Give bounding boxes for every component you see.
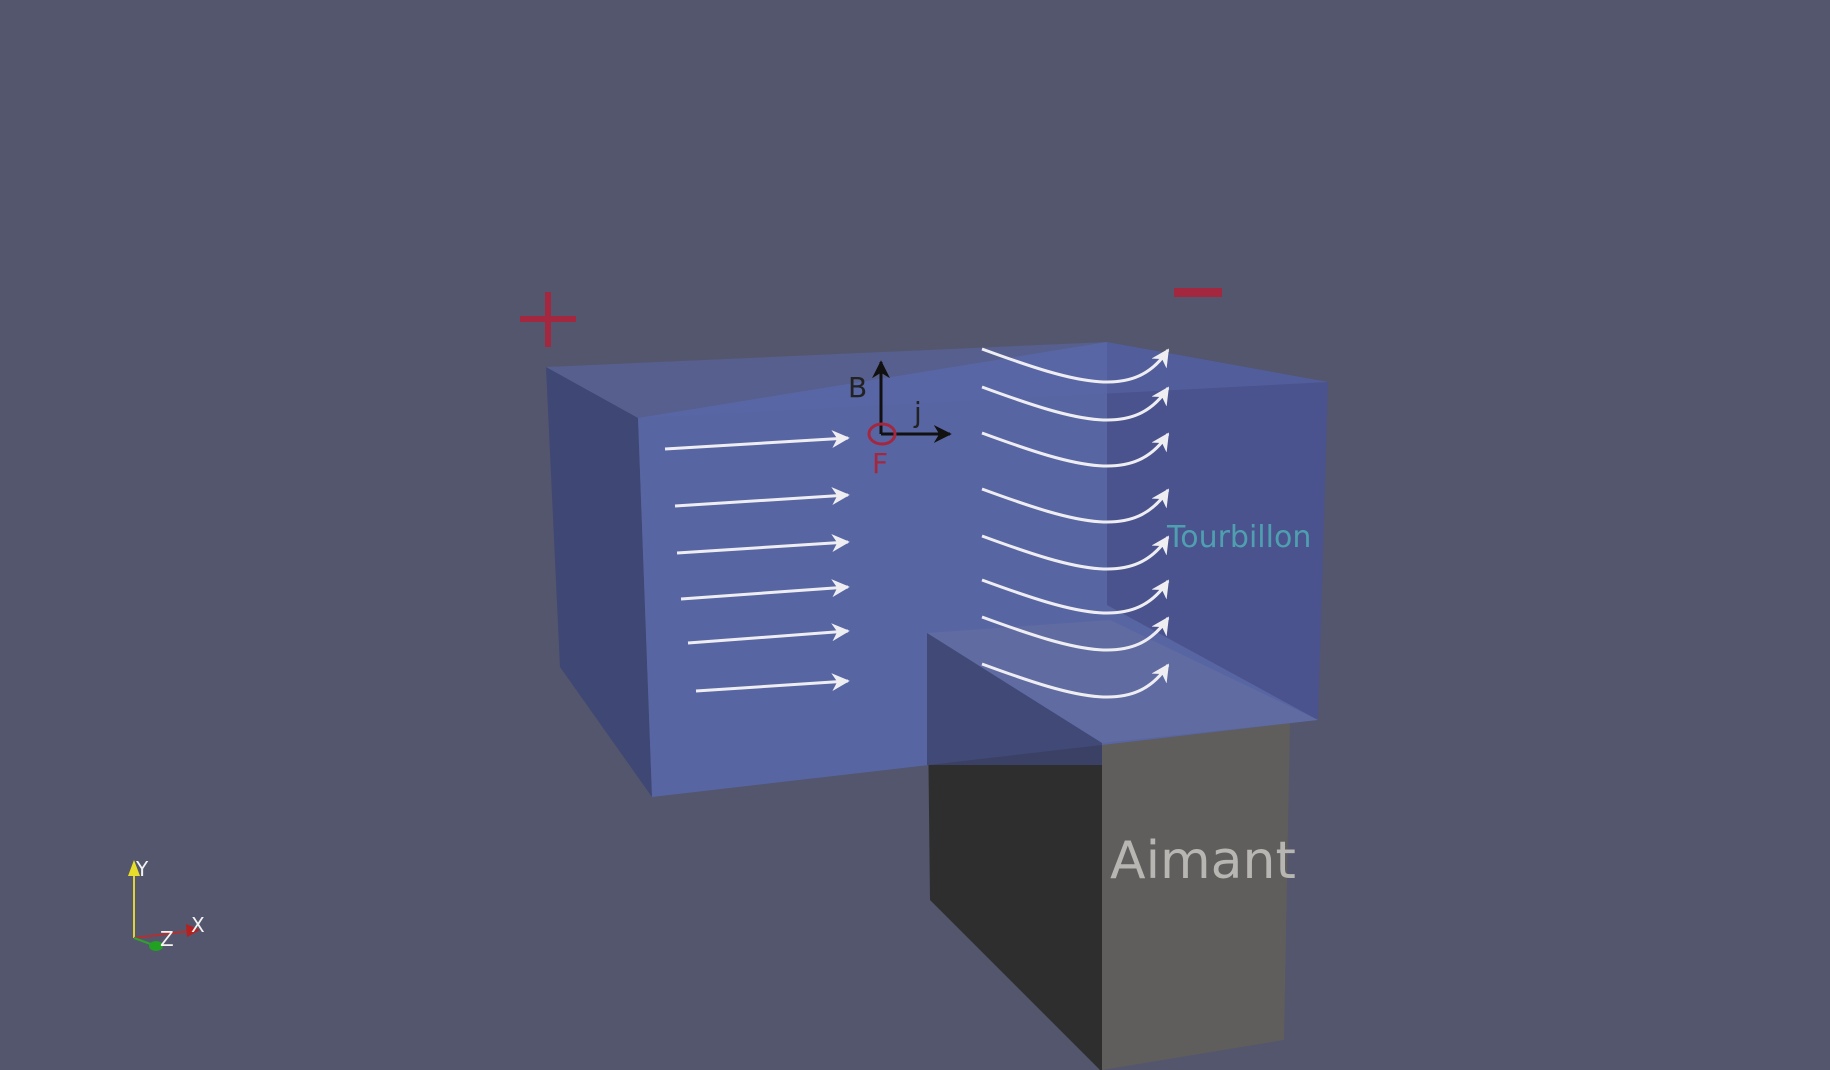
negative-electrode: − (1174, 288, 1222, 301)
vortex-arrow (981, 662, 1170, 699)
vortex-arrow (981, 431, 1170, 468)
vortex-arrow (981, 347, 1170, 384)
fluid-block (546, 342, 1328, 797)
vortex-arrow (981, 578, 1170, 615)
straight-flow-arrows (664, 429, 850, 693)
minus-sign-text: − (1198, 299, 1199, 301)
z-axis-arrowhead (149, 941, 163, 951)
flow-arrow (687, 623, 850, 645)
y-axis-arrowhead (128, 860, 140, 876)
x-axis-label: X (191, 913, 205, 937)
vortex-arrow (981, 615, 1170, 652)
flow-arrow (674, 487, 850, 508)
vortex-label: Tourbillon (1166, 520, 1311, 555)
magnet-light-face (1102, 722, 1290, 1070)
vortex-arrow (981, 534, 1170, 571)
vortex-arrow (981, 385, 1170, 422)
positive-electrode: + (520, 292, 576, 347)
magnet-overlap-dark (927, 633, 1102, 765)
force-label: F (872, 447, 888, 480)
axes-triad: Y X Z (128, 857, 205, 951)
magnet-top-overlap (927, 620, 1318, 743)
vortex-arrow (981, 487, 1170, 524)
x-axis-line (133, 930, 191, 939)
fluid-block-top-face (546, 342, 1328, 418)
fluid-block-left-face (546, 367, 652, 797)
force-out-of-plane-circle (867, 422, 897, 446)
y-axis-label: Y (135, 857, 149, 881)
flow-arrow (695, 673, 850, 693)
flow-arrow (676, 534, 850, 555)
flow-arrow (664, 429, 850, 451)
magnet-label: Aimant (1110, 831, 1296, 891)
z-axis-label: Z (160, 927, 174, 951)
current-density-label: j (913, 396, 922, 429)
b-field-label: B (848, 371, 867, 404)
flow-arrow (680, 579, 850, 601)
force-vector-glyph: B j F (848, 360, 952, 480)
x-axis-arrowhead (186, 924, 200, 937)
vortex-flow-arrows (981, 347, 1170, 699)
